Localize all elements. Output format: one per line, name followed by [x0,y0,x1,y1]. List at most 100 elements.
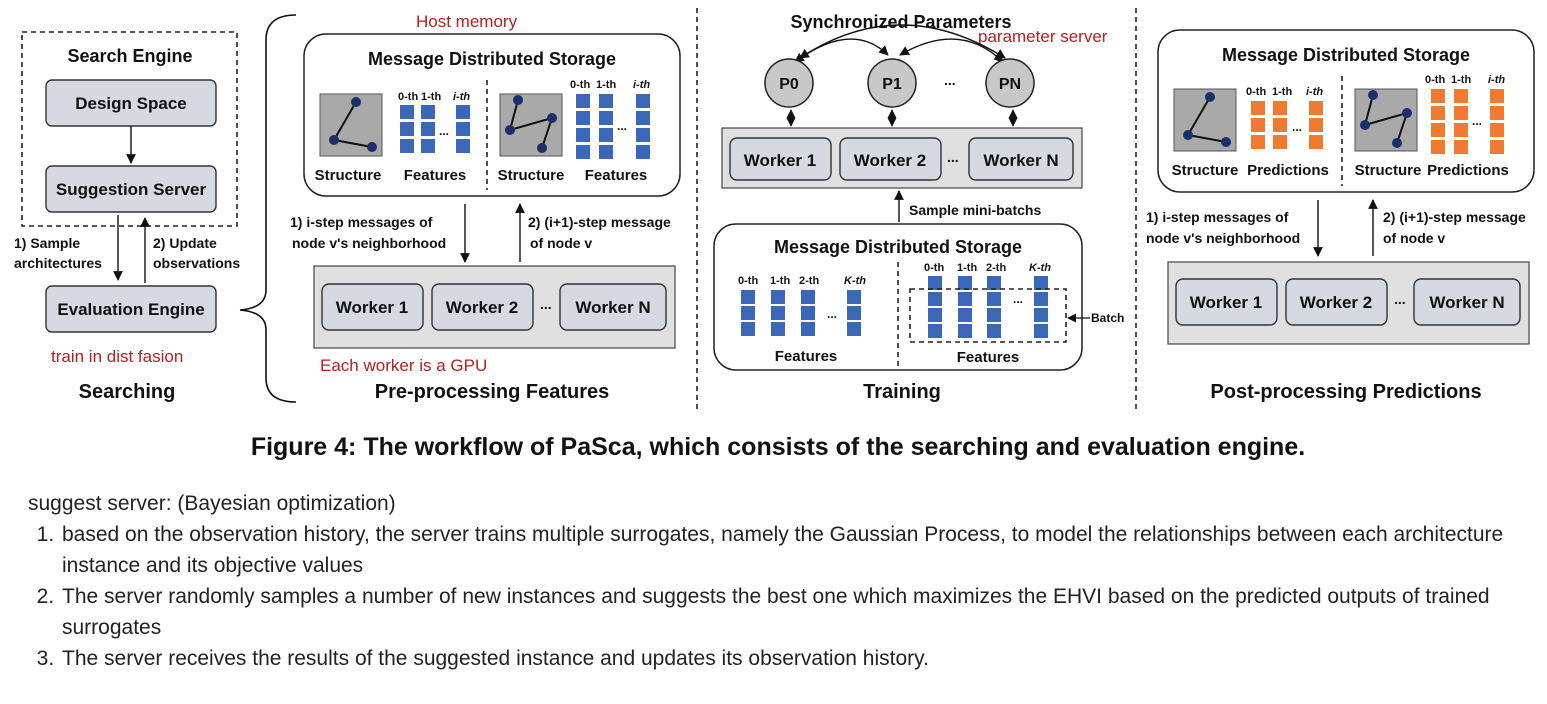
hop-i-label-2: i-th [633,79,650,91]
figure-caption: Figure 4: The workflow of PaSca, which c… [251,433,1305,461]
feature-grid-2 [576,94,650,159]
train-hop-0-label: 0-th [738,275,758,287]
update-label-2: observations [153,255,240,271]
features-label-2: Features [585,167,648,184]
search-engine-label: Search Engine [67,46,192,66]
gpu-note: Each worker is a GPU [320,356,487,375]
train-hop-2-label-2: 2-th [986,262,1006,274]
post-next-msg-1: 2) (i+1)-step message [1383,209,1526,225]
train-hop-1-label: 1-th [770,275,790,287]
search-engine-frame [21,31,238,227]
postprocess-section: Message Distributed Storage 0-th 1-th i-… [1146,29,1535,403]
train-worker-n [968,137,1074,181]
pre-worker-1-label: Worker 1 [336,298,408,317]
train-worker-ellipsis: ... [947,149,959,165]
train-worker-2 [839,137,942,181]
preprocess-title: Pre-processing Features [375,381,610,403]
post-hop-1-label-2: 1-th [1451,74,1471,86]
graph-edges-1 [329,97,377,152]
workflow-diagram: Search Engine Design Space Suggestion Se… [14,8,1535,461]
train-hop-k-label-2: K-th [1029,262,1051,274]
pre-next-msg-1: 2) (i+1)-step message [528,214,671,230]
notes-section: suggest server: (Bayesian optimization) … [28,488,1528,674]
prediction-ellipsis-1: ... [1292,120,1302,134]
suggestion-server-box [45,165,217,213]
train-hop-0-label-2: 0-th [924,262,944,274]
structure-label-2: Structure [498,167,565,184]
train-features-label-2: Features [957,349,1020,366]
pre-worker-1 [321,283,424,331]
post-step-msg-1: 1) i-step messages of [1146,209,1289,225]
train-feature-ellipsis-1: ... [827,307,837,321]
param-p1-label: P1 [882,76,902,93]
dist-training-note: train in dist fasion [51,347,183,366]
prediction-ellipsis-2: ... [1472,114,1482,128]
batch-frame [909,288,1067,343]
train-worker-n-label: Worker N [983,151,1058,170]
hop-1-label-2: 1-th [596,79,616,91]
post-worker-n [1413,278,1521,326]
post-predictions-label-2: Predictions [1427,162,1509,179]
notes-item-2: The server randomly samples a number of … [60,581,1528,643]
param-pn-label: PN [999,76,1021,93]
pre-step-msg-1: 1) i-step messages of [290,214,433,230]
notes-item-1: based on the observation history, the se… [60,519,1528,581]
post-hop-i-label: i-th [1306,86,1323,98]
notes-item-3: The server receives the results of the s… [60,643,1528,674]
post-structure-label-1: Structure [1172,162,1239,179]
preprocess-section: Host memory Message Distributed Storage … [290,12,681,403]
design-space-label: Design Space [75,94,187,113]
train-features-label-1: Features [775,348,838,365]
evaluation-engine-label: Evaluation Engine [57,300,204,319]
hop-0-label-2: 0-th [570,79,590,91]
sync-params-label: Synchronized Parameters [790,12,1011,32]
train-worker-2-label: Worker 2 [854,151,926,170]
prediction-grid-2 [1431,89,1504,154]
param-p0-label: P0 [779,76,799,93]
param-ellipsis: ... [944,72,956,88]
searching-section: Search Engine Design Space Suggestion Se… [14,14,297,403]
train-worker-1 [729,137,832,181]
training-section: Synchronized Parameters parameter server… [713,12,1124,403]
postprocess-title: Post-processing Predictions [1210,381,1481,403]
post-worker-2-label: Worker 2 [1300,293,1372,312]
post-graph-edges-1 [1183,92,1231,147]
host-memory-note: Host memory [416,12,518,31]
hop-0-label: 0-th [398,91,418,103]
param-server-note: parameter server [978,27,1108,46]
notes-list: based on the observation history, the se… [28,519,1528,674]
pre-storage-title: Message Distributed Storage [368,49,616,69]
evaluation-engine-box [45,285,217,333]
param-p0 [764,58,814,108]
evaluation-brace [239,14,297,403]
pre-worker-n [559,283,667,331]
training-title: Training [863,381,941,403]
post-storage-title: Message Distributed Storage [1222,45,1470,65]
pre-worker-2 [431,283,534,331]
pre-step-msg-2: node v's neighborhood [292,235,446,251]
hop-1-label: 1-th [421,91,441,103]
train-feature-grid-2 [928,276,1048,338]
feature-ellipsis-1: ... [439,124,449,138]
train-storage-title: Message Distributed Storage [774,237,1022,257]
post-hop-1-label: 1-th [1272,86,1292,98]
structure-label-1: Structure [315,167,382,184]
suggestion-server-label: Suggestion Server [56,180,207,199]
post-worker-1 [1175,278,1278,326]
train-feature-ellipsis-2: ... [1013,292,1023,306]
train-hop-1-label-2: 1-th [957,262,977,274]
param-p1 [867,58,917,108]
graph-edges-2 [505,95,557,153]
feature-grid-1 [400,105,470,153]
post-step-msg-2: node v's neighborhood [1146,230,1300,246]
feature-ellipsis-2: ... [617,119,627,133]
update-label-1: 2) Update [153,235,217,251]
hop-i-label: i-th [453,91,470,103]
post-hop-0-label: 0-th [1246,86,1266,98]
post-worker-2 [1285,278,1388,326]
searching-title: Searching [79,381,176,403]
post-graph-edges-2 [1360,90,1412,148]
sync-arc-3 [799,24,1006,59]
post-hop-i-label-2: i-th [1488,74,1505,86]
sample-batch-label: Sample mini-batchs [909,202,1041,218]
